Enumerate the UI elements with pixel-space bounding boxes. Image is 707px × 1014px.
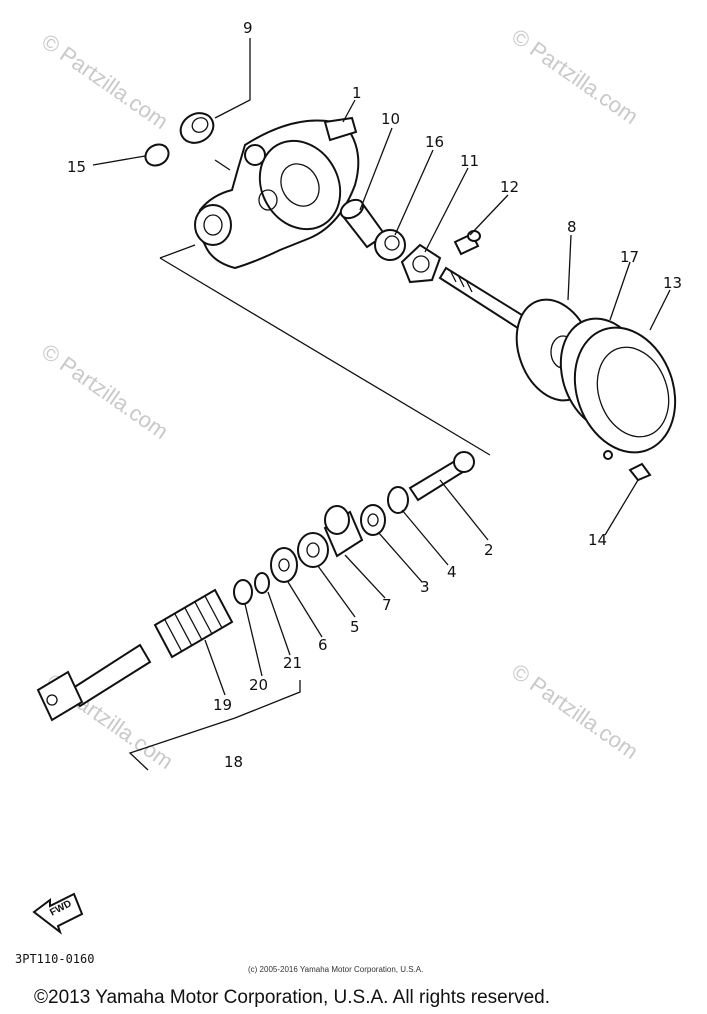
bearing-3 <box>360 504 386 536</box>
sleeve-7 <box>323 505 364 558</box>
forward-arrow-icon: FWD <box>32 892 84 935</box>
watermark: © Partzilla.com <box>507 24 643 130</box>
explode-line <box>159 244 491 456</box>
universal-joint-shaft-18 <box>36 643 152 722</box>
cover-13 <box>573 326 677 460</box>
small-copyright: (c) 2005-2016 Yamaha Motor Corporation, … <box>248 965 423 974</box>
gear-case-housing <box>194 116 360 270</box>
watermark: © Partzilla.com <box>37 29 173 135</box>
callout-19: 19 <box>213 696 232 714</box>
watermark: © Partzilla.com <box>37 339 173 445</box>
collar-15 <box>144 143 170 167</box>
callout-labels: 1 2 3 4 5 6 7 8 9 10 11 12 13 14 15 16 1… <box>67 19 682 771</box>
spring-19 <box>153 588 234 659</box>
callout-16: 16 <box>425 133 444 151</box>
oil-seal-6 <box>270 547 298 583</box>
washer-4 <box>387 486 409 514</box>
bolt-14 <box>628 462 652 482</box>
bolt-12 <box>453 230 481 256</box>
callout-15: 15 <box>67 158 86 176</box>
callout-18: 18 <box>224 753 243 771</box>
bearing-9 <box>179 112 215 144</box>
callout-6: 6 <box>318 636 328 654</box>
leader-lines <box>92 38 671 771</box>
drive-pinion-2 <box>408 451 475 502</box>
circlip-21 <box>254 572 270 594</box>
callout-8: 8 <box>567 218 577 236</box>
callout-13: 13 <box>663 274 682 292</box>
callout-3: 3 <box>420 578 430 596</box>
retainer-plate-11 <box>400 243 442 284</box>
callout-20: 20 <box>249 676 268 694</box>
callout-5: 5 <box>350 618 360 636</box>
callout-11: 11 <box>460 152 479 170</box>
callout-1: 1 <box>352 84 362 102</box>
bearing-16 <box>374 229 406 261</box>
callout-9: 9 <box>243 19 253 37</box>
callout-10: 10 <box>381 110 400 128</box>
callout-4: 4 <box>447 563 457 581</box>
callout-14: 14 <box>588 531 607 549</box>
bearing-5 <box>297 532 329 568</box>
washer-20 <box>233 579 253 605</box>
callout-21: 21 <box>283 654 302 672</box>
footer-copyright: ©2013 Yamaha Motor Corporation, U.S.A. A… <box>34 987 550 1008</box>
callout-2: 2 <box>484 541 494 559</box>
callout-12: 12 <box>500 178 519 196</box>
part-code: 3PT110-0160 <box>15 952 94 966</box>
callout-17: 17 <box>620 248 639 266</box>
callout-7: 7 <box>382 596 392 614</box>
watermark: © Partzilla.com <box>507 659 643 765</box>
